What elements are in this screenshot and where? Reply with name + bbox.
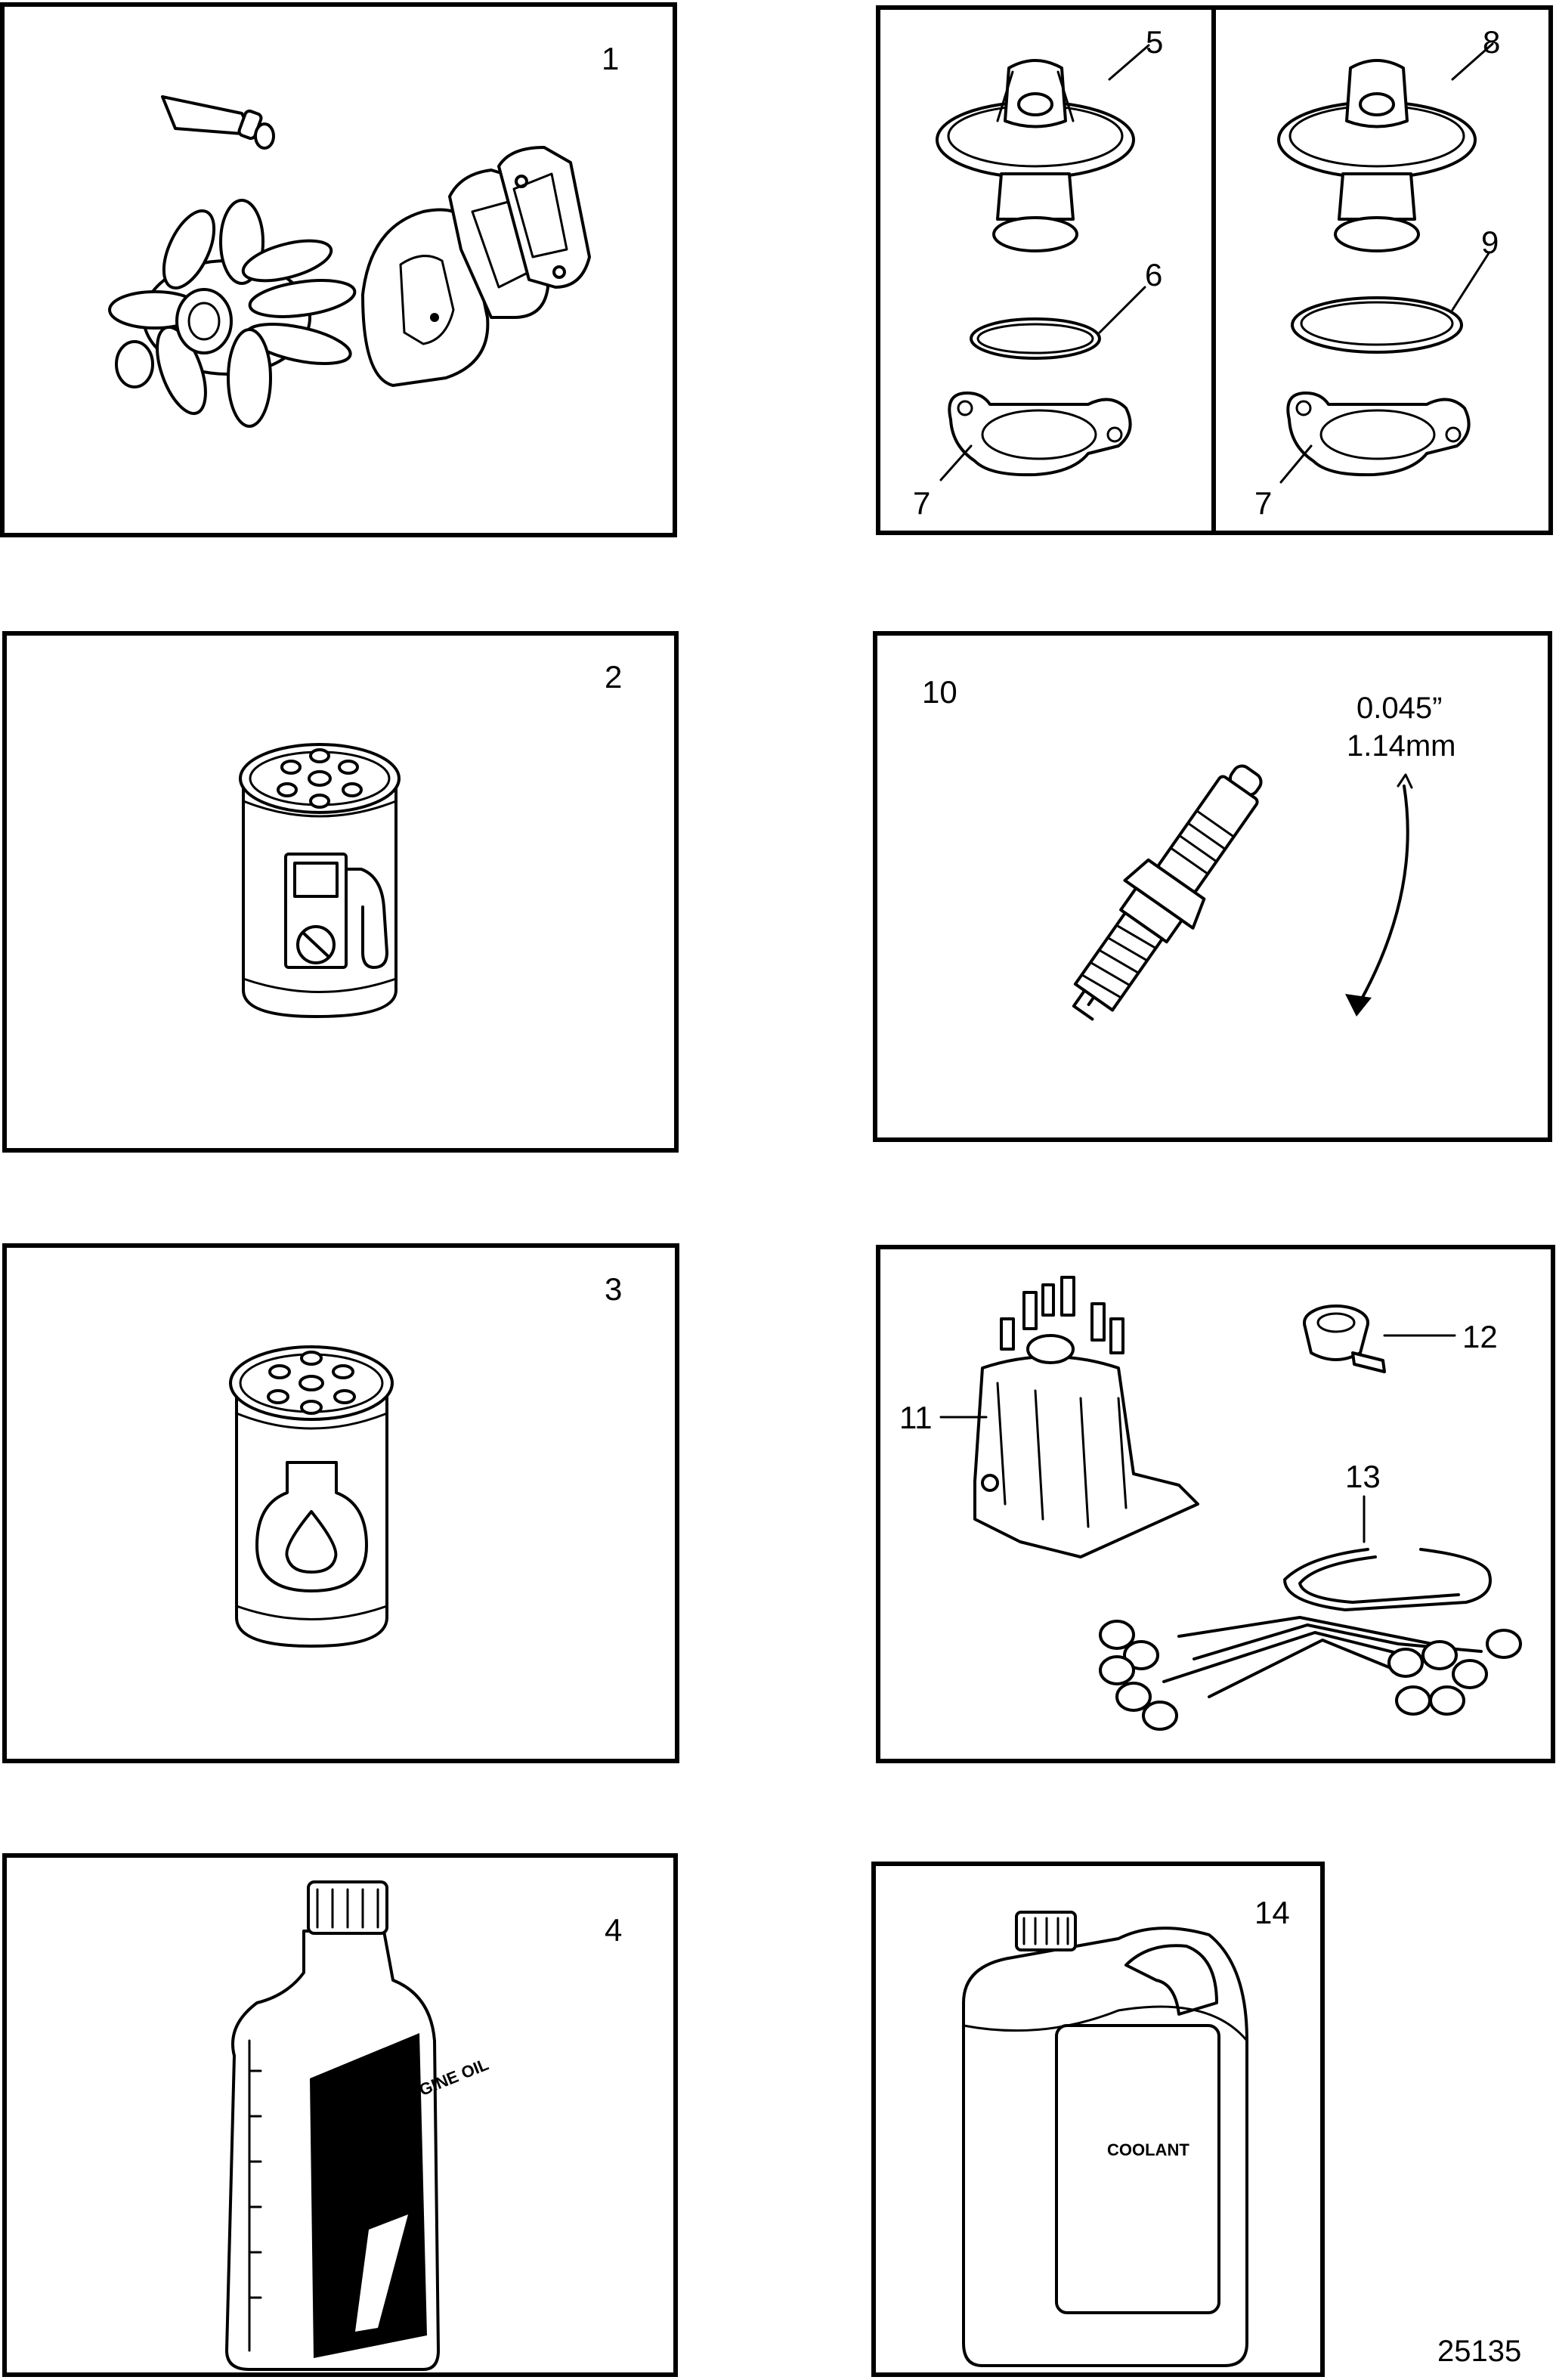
oil-bottle: GASOLINE ENGINE OIL [225, 1880, 491, 2371]
item-label-11: 11 [899, 1400, 933, 1435]
panel-thermostat-kits: 5 6 7 8 9 7 [876, 5, 1553, 535]
item-label-12: 12 [1462, 1319, 1498, 1354]
panel-frame [2, 1853, 678, 2377]
panel-frame [873, 631, 1552, 1142]
panel-frame [2, 631, 679, 1153]
item-label-7-left: 7 [913, 485, 930, 521]
oil-filter-canister [229, 1345, 394, 1648]
impeller [108, 199, 357, 428]
panel-coolant: 14 COOLANT [871, 1862, 1325, 2377]
panel-fuel-filter: 2 [2, 631, 679, 1153]
item-label-5: 5 [1146, 24, 1163, 60]
item-label-13: 13 [1345, 1459, 1381, 1494]
fuel-pump-icon [284, 853, 388, 969]
panel-impeller-kit: 1 [0, 2, 677, 537]
oil-drop-icon [255, 1461, 368, 1592]
figure-number: 25135 [1437, 2335, 1521, 2368]
gap-mm-text: 1.14mm [1347, 729, 1456, 763]
gap-arrow [1359, 785, 1409, 1003]
panel-engine-oil: 4 GASOLINE ENGINE OI [2, 1853, 678, 2377]
item-label-10: 10 [922, 674, 957, 710]
item-label-6: 6 [1145, 257, 1162, 292]
fuel-filter-canister [239, 743, 401, 1018]
panel-spark-plug: 10 0.045” 1.14mm [873, 631, 1552, 1142]
coolant-jug: COOLANT [962, 1911, 1248, 2367]
panel-ignition-parts: 11 12 13 [876, 1245, 1555, 1763]
thermostat-left [936, 59, 1135, 477]
panel-frame [2, 1243, 679, 1763]
leader-lines [939, 1334, 1456, 1543]
distributor-rotor [1303, 1305, 1386, 1373]
distributor-cap [973, 1276, 1199, 1558]
item-label-4: 4 [605, 1912, 622, 1948]
item-label-14: 14 [1254, 1895, 1290, 1930]
item-label-8: 8 [1483, 24, 1500, 60]
item-label-3: 3 [605, 1271, 622, 1307]
panel-oil-filter: 3 [2, 1243, 679, 1763]
item-label-2: 2 [605, 659, 622, 695]
pump-plates [361, 146, 591, 387]
leader-lines [939, 42, 1494, 484]
grease-tube [161, 95, 275, 150]
spark-plug [1072, 764, 1263, 1021]
coolant-label-text: COOLANT [1107, 2140, 1189, 2159]
panel-frame [0, 2, 677, 537]
spark-plug-wires [1099, 1548, 1522, 1731]
panel-frame [871, 1862, 1325, 2377]
thermostat-right [1277, 59, 1477, 477]
gap-inch-text: 0.045” [1356, 692, 1442, 725]
item-label-1: 1 [602, 41, 619, 76]
item-label-9: 9 [1481, 224, 1499, 260]
item-label-7-right: 7 [1254, 485, 1272, 521]
panel-frame [876, 1245, 1555, 1763]
